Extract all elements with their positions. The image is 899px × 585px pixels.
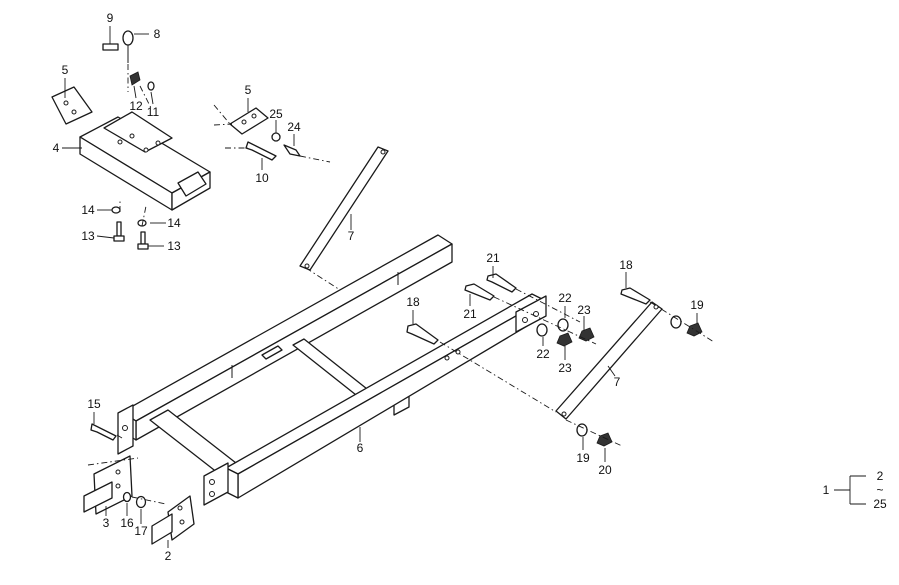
diagonal-strut-upper <box>299 146 389 271</box>
callout-12: 12 <box>129 99 143 113</box>
callout-7-right: 7 <box>614 375 621 389</box>
main-frame-assembly <box>117 234 547 506</box>
bottom-bracket-right <box>151 495 195 545</box>
callout-numbers: 9 8 5 12 11 4 5 25 24 10 14 14 13 13 7 1… <box>53 11 704 563</box>
callout-19-upper: 19 <box>690 298 704 312</box>
callout-19-lower: 19 <box>576 451 590 465</box>
bracket-plate-right <box>229 107 269 135</box>
callout-25: 25 <box>269 107 283 121</box>
callout-4: 4 <box>53 141 60 155</box>
callout-20: 20 <box>598 463 612 477</box>
callout-5-right: 5 <box>245 83 252 97</box>
callout-22-upper: 22 <box>558 291 572 305</box>
mounting-bracket-assembly <box>79 111 211 211</box>
callout-8: 8 <box>154 27 161 41</box>
callout-5-left: 5 <box>62 63 69 77</box>
callout-21-upper: 21 <box>486 251 500 265</box>
callout-13-left: 13 <box>81 229 95 243</box>
assembly-range-key: 1 2 ~ 25 <box>823 469 887 511</box>
bottom-bracket-left <box>83 455 133 515</box>
range-key-assembly: 1 <box>823 483 830 497</box>
callout-16: 16 <box>120 516 134 530</box>
callout-leaders <box>62 26 698 548</box>
callout-24: 24 <box>287 120 301 134</box>
fasteners <box>90 30 703 509</box>
callout-3: 3 <box>103 516 110 530</box>
callout-13-right: 13 <box>167 239 181 253</box>
callout-23-lower: 23 <box>558 361 572 375</box>
callout-15: 15 <box>87 397 101 411</box>
callout-11: 11 <box>147 105 160 119</box>
callout-7-upper: 7 <box>348 229 355 243</box>
callout-9: 9 <box>107 11 114 25</box>
range-key-from: 2 <box>877 469 884 483</box>
callout-2: 2 <box>165 549 172 563</box>
callout-18-right: 18 <box>619 258 633 272</box>
callout-14-left: 14 <box>81 203 95 217</box>
callout-23-upper: 23 <box>577 303 591 317</box>
bracket-plate-left <box>51 86 93 125</box>
callout-14-right: 14 <box>167 216 181 230</box>
callout-22-lower: 22 <box>536 347 550 361</box>
callout-21-lower: 21 <box>463 307 477 321</box>
diagonal-strut-right <box>555 301 663 420</box>
assembly-centerlines <box>87 64 715 505</box>
range-key-to: 25 <box>873 497 887 511</box>
range-key-tilde: ~ <box>876 483 883 497</box>
callout-6: 6 <box>357 441 364 455</box>
callout-17: 17 <box>134 524 148 538</box>
callout-18-left: 18 <box>406 295 420 309</box>
callout-10: 10 <box>255 171 269 185</box>
